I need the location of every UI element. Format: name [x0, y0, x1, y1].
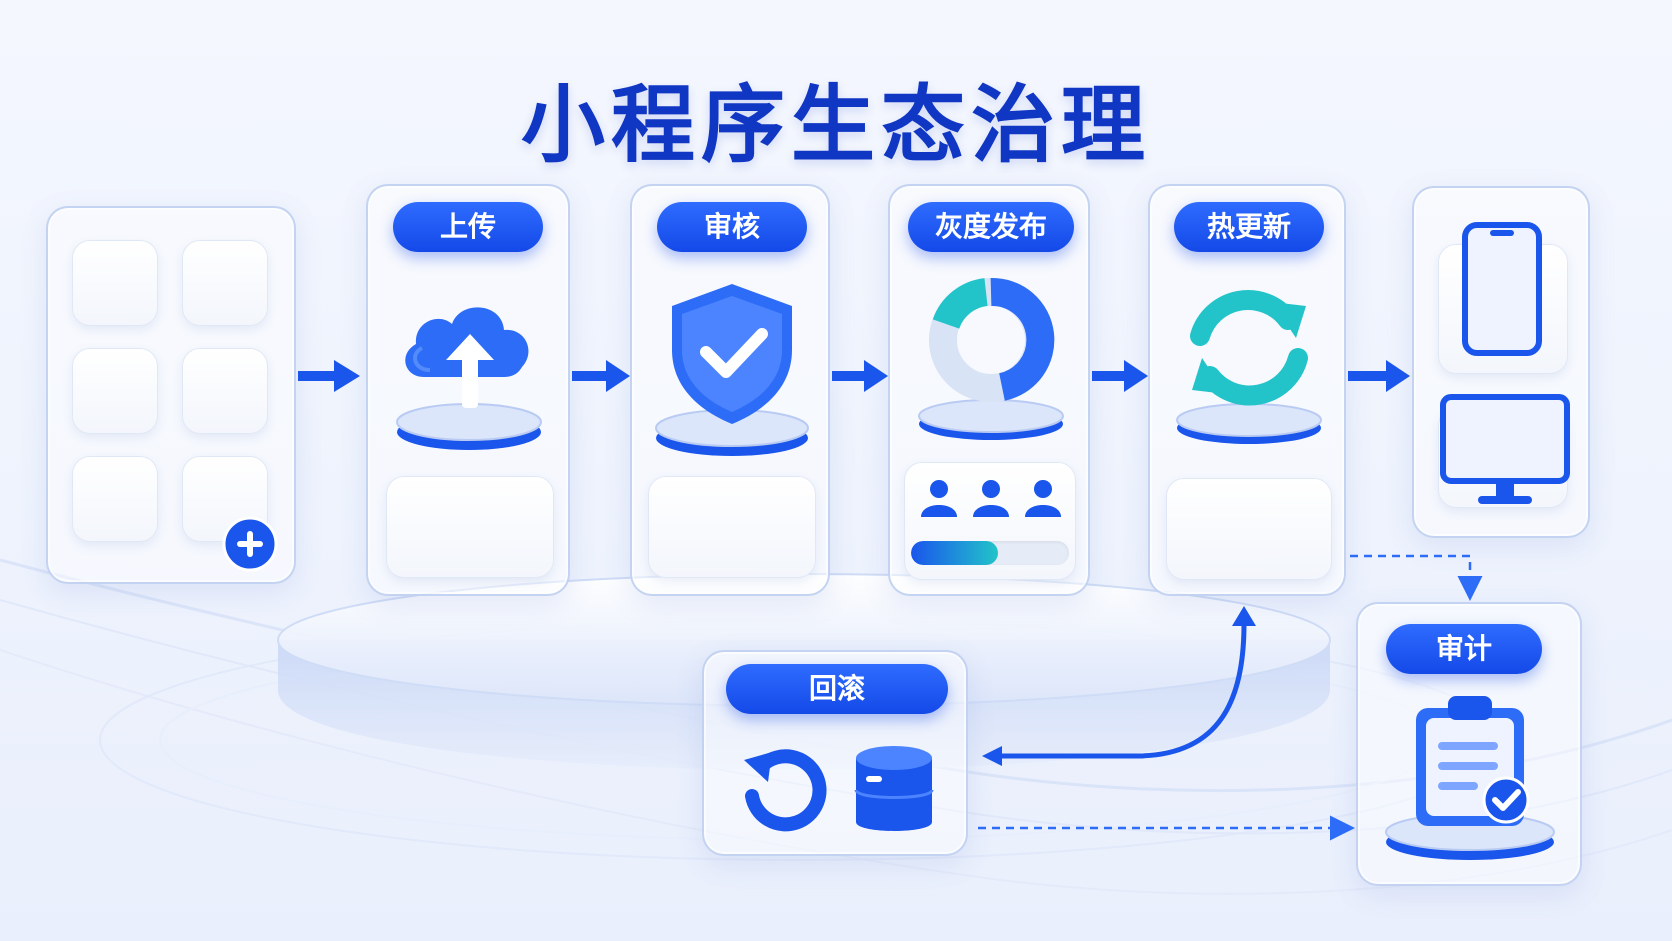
- upload-step-card: 上传: [366, 184, 570, 596]
- app-tile[interactable]: [182, 240, 268, 326]
- app-grid-card: [46, 206, 296, 584]
- gray-release-user-panel: [904, 462, 1076, 580]
- add-app-icon[interactable]: [222, 516, 278, 572]
- app-tile[interactable]: [72, 456, 158, 542]
- page-title: 小程序生态治理: [520, 76, 1151, 174]
- monitor-icon: [1440, 394, 1570, 504]
- gray-release-progress-bar: [911, 541, 1069, 565]
- devices-card: [1412, 186, 1590, 538]
- upload-label: 上传: [393, 202, 543, 252]
- hot-update-details-panel: [1166, 478, 1332, 580]
- app-tile[interactable]: [182, 348, 268, 434]
- app-tile[interactable]: [72, 240, 158, 326]
- audit-label: 审计: [1386, 624, 1542, 674]
- user-group-icon: [921, 480, 1061, 517]
- undo-icon[interactable]: [738, 742, 828, 832]
- database-icon: [854, 746, 934, 831]
- gray-release-label: 灰度发布: [908, 202, 1074, 252]
- cloud-upload-icon: [396, 307, 542, 450]
- review-label: 审核: [657, 202, 807, 252]
- review-details-panel: [648, 476, 816, 578]
- clipboard-check-icon: [1385, 696, 1555, 860]
- audit-card: 审计: [1356, 602, 1582, 886]
- smartphone-icon: [1462, 222, 1542, 356]
- review-step-card: 审核: [630, 184, 830, 596]
- shield-check-icon: [655, 284, 809, 456]
- refresh-icon: [1176, 290, 1322, 444]
- progress-fill: [911, 541, 998, 565]
- rollback-card: 回滚: [702, 650, 968, 856]
- gray-release-step-card: 灰度发布: [888, 184, 1090, 596]
- hot-update-step-card: 热更新: [1148, 184, 1346, 596]
- rollback-label: 回滚: [726, 664, 948, 714]
- app-tile[interactable]: [72, 348, 158, 434]
- donut-chart-icon: [918, 278, 1064, 440]
- hot-update-label: 热更新: [1174, 202, 1324, 252]
- upload-details-panel: [386, 476, 554, 578]
